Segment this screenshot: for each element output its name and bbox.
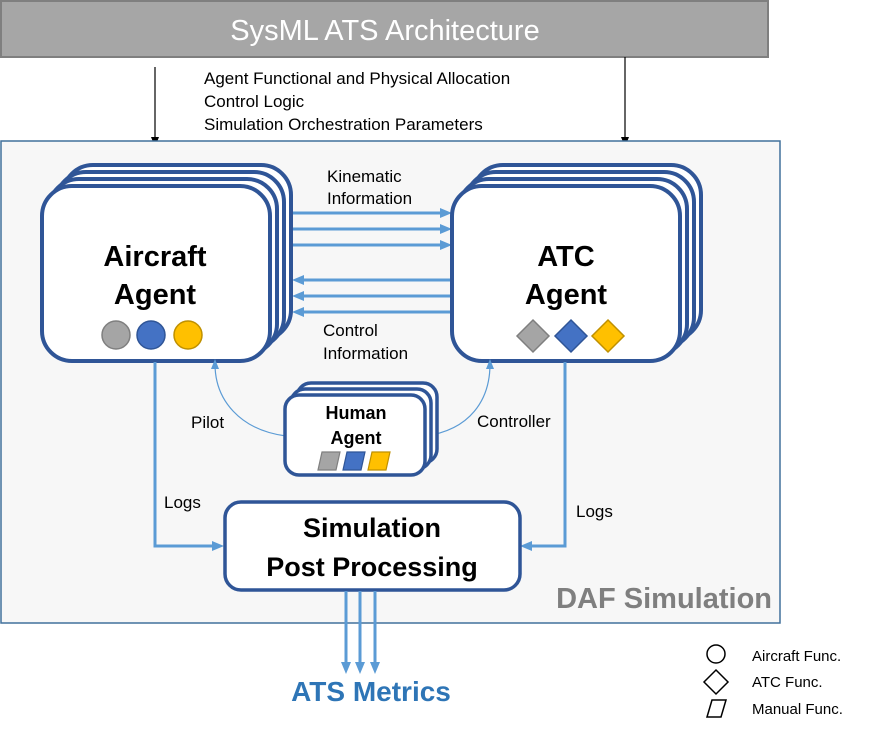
logs-arrow-left <box>153 362 224 551</box>
allocation-labels: Agent Functional and Physical Allocation… <box>204 69 510 134</box>
daf-simulation-title: DAF Simulation <box>556 583 772 615</box>
control-flow <box>292 275 452 317</box>
gray-diamond-icon <box>515 318 551 354</box>
kinematic-label-line2: Information <box>327 189 412 208</box>
atc-agent: ATC Agent <box>450 163 703 363</box>
banner-box <box>0 0 769 58</box>
kinematic-flow <box>292 208 452 250</box>
flow-label-orchestration: Simulation Orchestration Parameters <box>204 115 483 134</box>
gold-circle-icon <box>173 320 203 350</box>
atc-agent-label-line2: Agent <box>525 279 608 311</box>
control-label-line2: Information <box>323 344 408 363</box>
flow-label-allocation: Agent Functional and Physical Allocation <box>204 69 510 88</box>
logs-arrow-right <box>520 362 567 551</box>
legend: Aircraft Func. ATC Func. Manual Func. <box>702 644 843 718</box>
gold-parallelogram-icon <box>367 451 391 471</box>
aircraft-agent-label-line1: Aircraft <box>103 241 206 273</box>
parallelogram-icon <box>705 699 728 718</box>
human-agent: Human Agent <box>283 381 439 477</box>
post-processing-label-line1: Simulation <box>303 513 441 543</box>
gray-parallelogram-icon <box>317 451 341 471</box>
aircraft-agent-label-line2: Agent <box>114 279 197 311</box>
pilot-arrow <box>211 359 287 437</box>
aircraft-agent-box <box>40 184 272 363</box>
circle-icon <box>706 644 726 664</box>
blue-diamond-icon <box>553 318 589 354</box>
logs-label-left: Logs <box>164 493 201 512</box>
logs-label-right: Logs <box>576 502 613 521</box>
gold-diamond-icon <box>590 318 626 354</box>
gray-circle-icon <box>101 320 131 350</box>
human-agent-box <box>283 393 427 477</box>
atc-agent-box <box>450 184 682 363</box>
legend-label-manual: Manual Func. <box>752 701 843 718</box>
post-processing: Simulation Post Processing <box>223 500 522 592</box>
diamond-icon <box>702 668 730 696</box>
blue-circle-icon <box>136 320 166 350</box>
human-agent-label-line1: Human <box>325 403 386 423</box>
ats-metrics-label: ATS Metrics <box>291 676 451 707</box>
metrics-flow <box>341 591 380 674</box>
control-label-line1: Control <box>323 321 378 340</box>
pilot-label: Pilot <box>191 413 224 432</box>
banner-title: SysML ATS Architecture <box>230 15 539 47</box>
post-processing-label-line2: Post Processing <box>266 552 478 582</box>
human-agent-label-line2: Agent <box>331 428 382 448</box>
sysml-banner: SysML ATS Architecture <box>0 0 769 58</box>
aircraft-agent: Aircraft Agent <box>40 163 293 363</box>
post-processing-box <box>223 500 522 592</box>
atc-agent-label-line1: ATC <box>537 241 595 273</box>
legend-label-atc: ATC Func. <box>752 674 823 691</box>
flow-label-control-logic: Control Logic <box>204 92 305 111</box>
controller-label: Controller <box>477 412 551 431</box>
blue-parallelogram-icon <box>342 451 366 471</box>
kinematic-label-line1: Kinematic <box>327 167 402 186</box>
legend-label-aircraft: Aircraft Func. <box>752 648 841 665</box>
